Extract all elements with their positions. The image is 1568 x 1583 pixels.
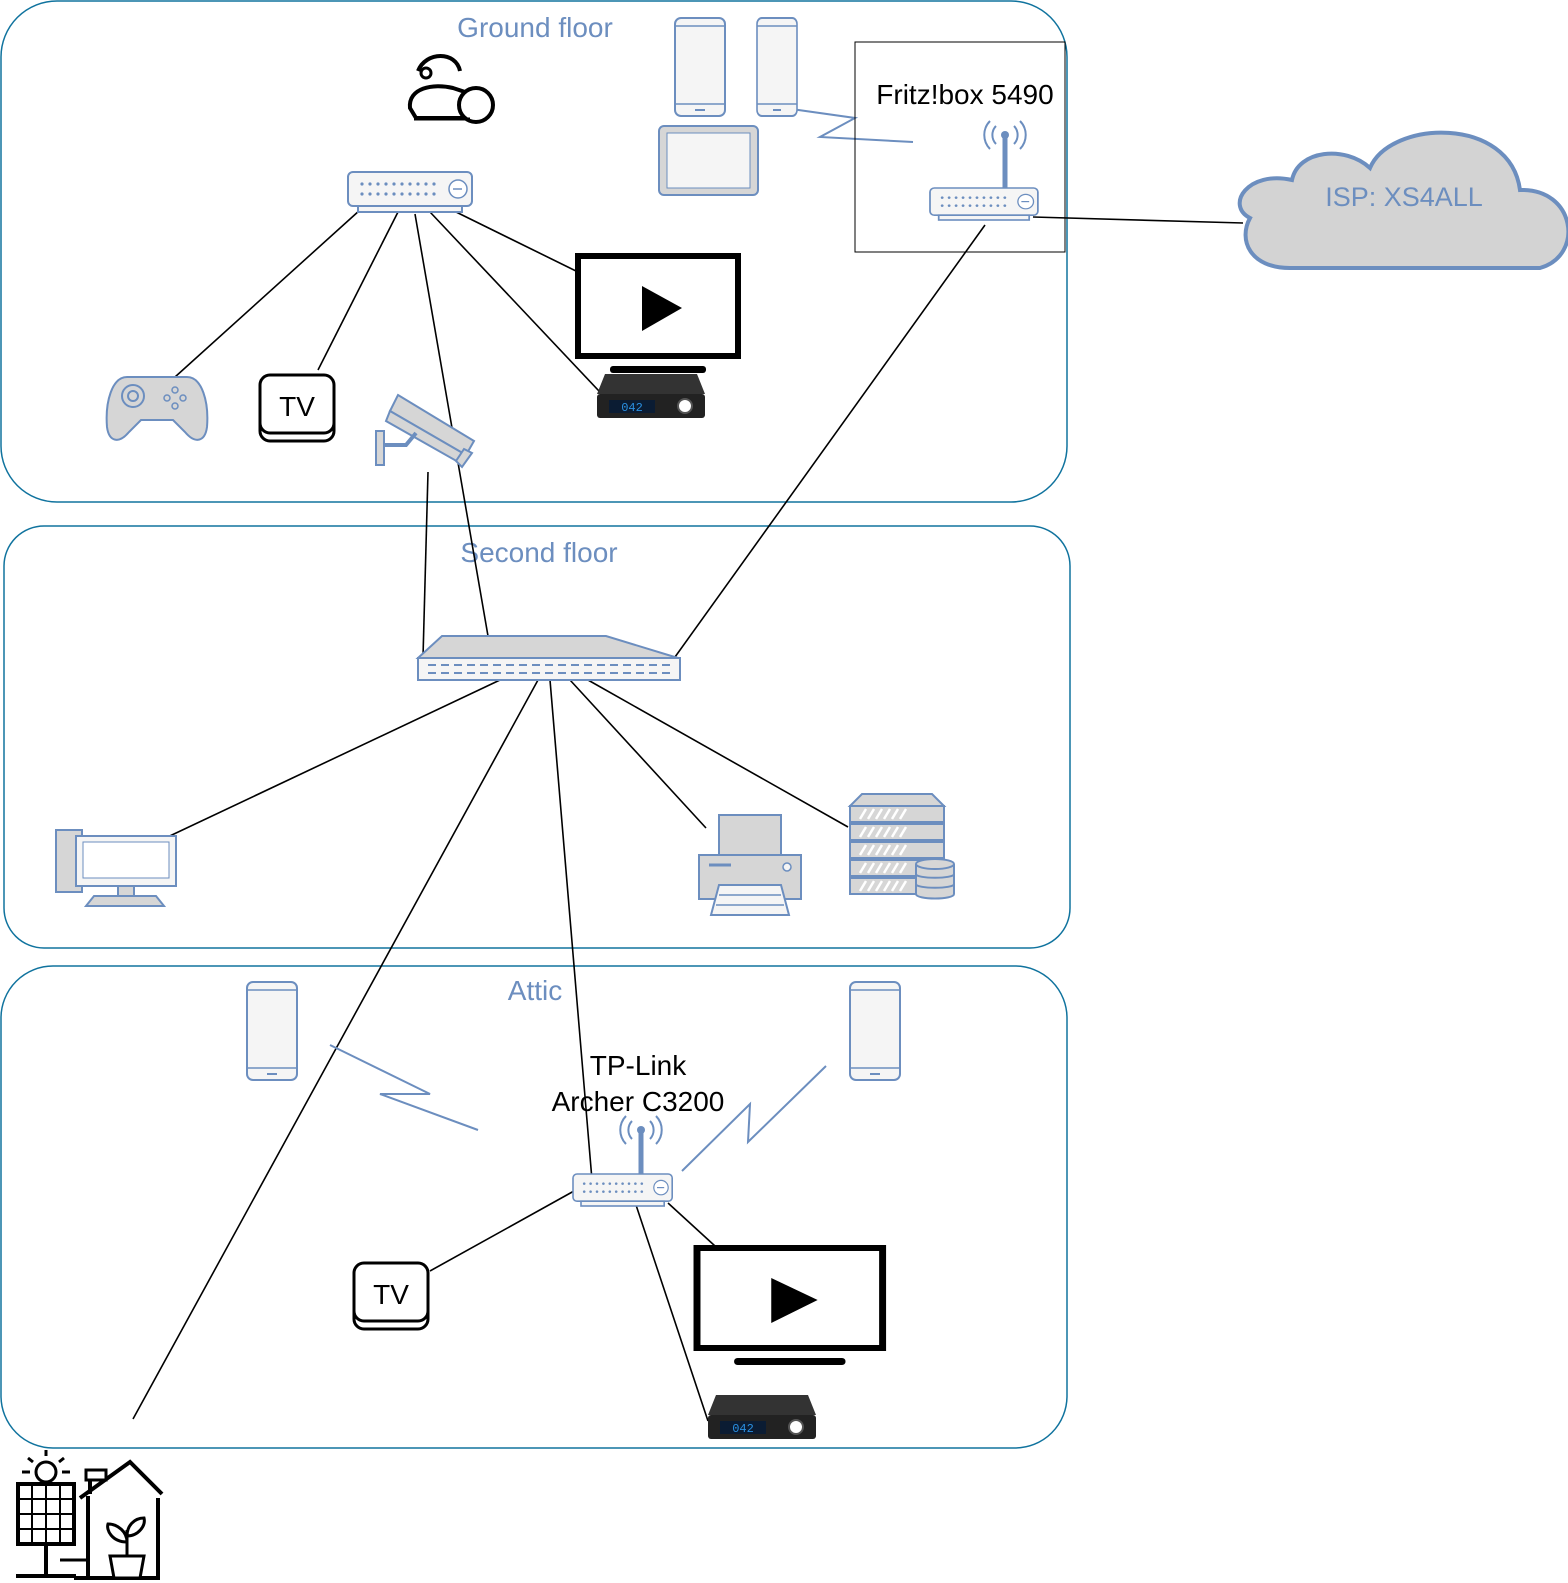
tv-box-label: TV: [373, 1279, 409, 1310]
cloud-icon: ISP: XS4ALL: [1237, 130, 1568, 270]
connection-lines: [132, 209, 1244, 1422]
smartphone-icon: [849, 981, 901, 1081]
router-icon: [929, 121, 1039, 221]
isp-label: ISP: XS4ALL: [1325, 182, 1483, 212]
database-icon: [915, 858, 955, 900]
monitor-play-icon: [697, 1248, 883, 1365]
tablet-icon: [658, 125, 759, 196]
server-rack-icon: [847, 793, 955, 900]
tplink-label-line2: Archer C3200: [552, 1086, 725, 1117]
stb-display: 042: [732, 1422, 754, 1436]
floor-title-attic: Attic: [508, 975, 562, 1006]
desktop-pc-icon: [55, 829, 177, 907]
apple-tv-icon: TV: [258, 373, 336, 443]
printer-icon: [698, 814, 802, 916]
smartphone-icon: [674, 17, 726, 117]
tv-box-label: TV: [279, 391, 315, 422]
floor-title-ground: Ground floor: [457, 12, 613, 43]
fritzbox-label: Fritz!box 5490: [876, 79, 1053, 110]
smartphone-icon: [246, 981, 298, 1081]
floor-box-attic: [0, 965, 1068, 1449]
gamepad-icon: [105, 376, 209, 441]
smartphone-icon: [756, 17, 798, 117]
set-top-box-icon: 042: [707, 1394, 817, 1440]
wireless-link-attic-left: [329, 1044, 479, 1131]
fritzbox-frame: [854, 41, 1066, 253]
vacuum-icon: [407, 54, 495, 124]
stb-display: 042: [621, 401, 643, 415]
floor-box-second: [3, 525, 1071, 949]
floor-title-second: Second floor: [460, 537, 617, 568]
tplink-label-line1: TP-Link: [590, 1050, 687, 1081]
set-top-box-icon: 042: [596, 373, 706, 419]
apple-tv-icon: TV: [352, 1261, 430, 1331]
monitor-play-icon: [578, 256, 738, 373]
solar-greenhouse-icon: [16, 1450, 164, 1580]
security-camera-icon: [375, 393, 476, 469]
switch-icon: [415, 635, 681, 681]
switch-icon: [347, 171, 473, 213]
floor-box-ground: [0, 0, 1068, 503]
wireless-link-attic-right: [681, 1065, 827, 1172]
wireless-link-fritzbox: [762, 104, 914, 143]
